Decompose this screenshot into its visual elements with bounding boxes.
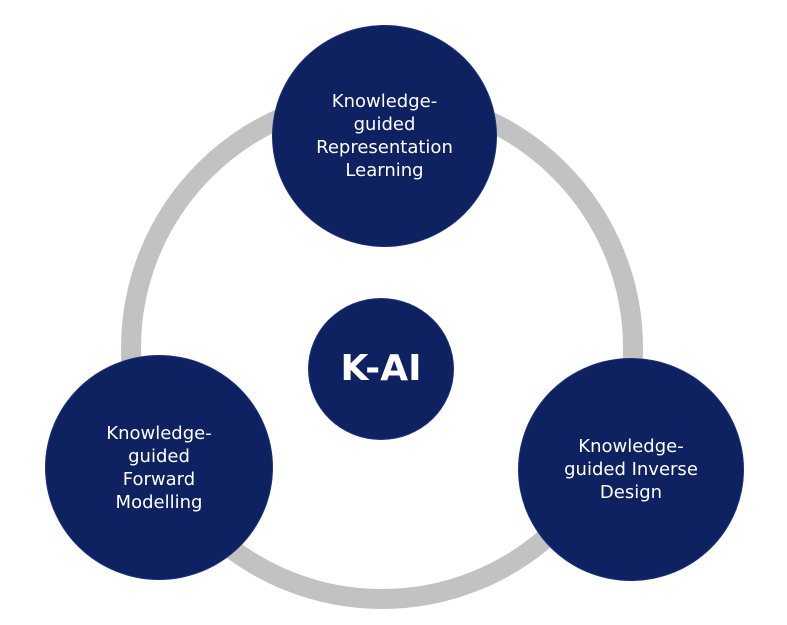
center-node-label: K-AI xyxy=(340,348,422,389)
center-node-k-ai: K-AI xyxy=(308,298,454,440)
node-forward-modelling-label: Knowledge- guided Forward Modelling xyxy=(106,422,212,513)
node-inverse-design-label: Knowledge- guided Inverse Design xyxy=(564,436,698,503)
node-inverse-design: Knowledge- guided Inverse Design xyxy=(518,358,744,581)
node-representation-learning-label: Knowledge- guided Representation Learnin… xyxy=(316,91,453,181)
node-forward-modelling: Knowledge- guided Forward Modelling xyxy=(45,355,273,580)
node-representation-learning: Knowledge- guided Representation Learnin… xyxy=(272,25,497,247)
